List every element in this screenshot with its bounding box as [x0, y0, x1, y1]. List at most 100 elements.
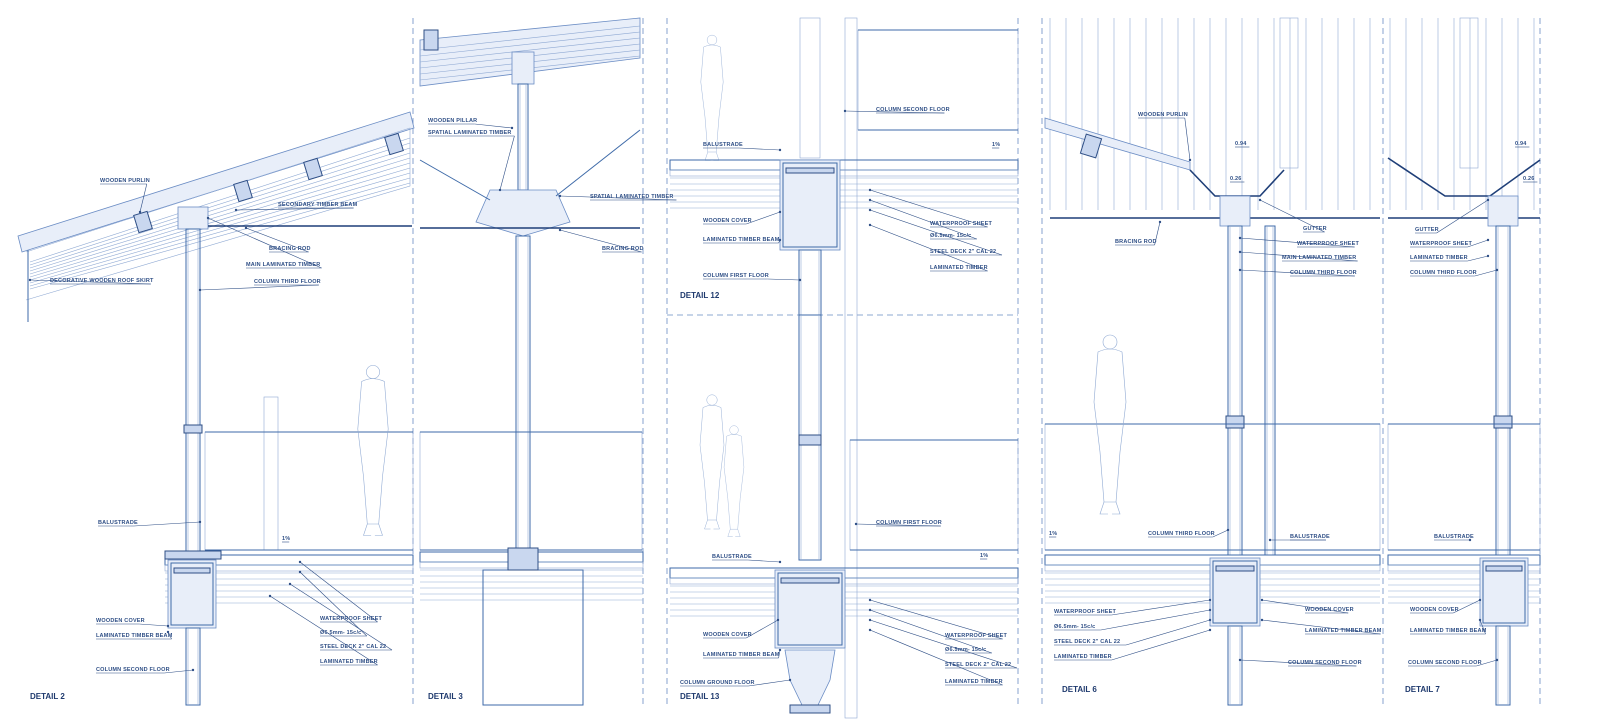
wooden-pillar-cap	[511, 51, 535, 85]
figure-feet	[704, 519, 720, 530]
leader-dot	[298, 560, 302, 564]
leader-dot	[1238, 658, 1242, 662]
leader-line	[474, 123, 513, 129]
column-collar	[183, 424, 203, 434]
annotation-label: LAMINATED TIMBER BEAM	[703, 237, 780, 243]
balustrade	[857, 29, 1019, 131]
annotation-label: COLUMN SECOND FLOOR	[1288, 660, 1362, 666]
tourist-figure	[1093, 334, 1127, 515]
leader-dot	[1208, 608, 1212, 612]
annotation-label: 0.26	[1523, 176, 1535, 182]
leader-dot	[268, 594, 272, 598]
column-plinth	[789, 704, 831, 714]
leader-dot	[868, 223, 872, 227]
leader-dot	[1238, 268, 1242, 272]
annotation-label: Ø6.5mm- 15c/c	[930, 233, 971, 239]
leader-line	[778, 649, 781, 659]
annotation-label: DECORATIVE WOODEN ROOF SKIRT	[50, 278, 154, 284]
leader-dot	[868, 598, 872, 602]
leader-line	[1100, 609, 1211, 631]
annotation-label: BALUSTRADE	[1290, 534, 1330, 540]
rafter-grain	[29, 167, 411, 281]
leader-dot	[198, 288, 202, 292]
leader-line	[869, 619, 1018, 669]
annotation-label: 0.94	[1515, 141, 1527, 147]
figure-head	[706, 394, 718, 406]
leader-dot	[1208, 598, 1212, 602]
beam-cap	[1215, 565, 1255, 572]
leader-line	[1184, 117, 1191, 161]
steel-deck	[1387, 564, 1541, 572]
annotation-label: GUTTER	[1415, 227, 1439, 233]
leader-dot	[1260, 618, 1264, 622]
leader-dot	[1495, 268, 1499, 272]
timber-column	[798, 249, 822, 316]
annotation-label: BRACING ROD	[1115, 239, 1157, 245]
balustrade	[1387, 423, 1541, 551]
beam-section	[782, 162, 838, 248]
figure-feet	[363, 523, 383, 536]
leader-line	[499, 135, 515, 191]
annotation-label: WOODEN COVER	[96, 618, 145, 624]
steel-deck	[164, 564, 414, 572]
leader-dot	[1495, 658, 1499, 662]
figure-feet	[704, 151, 720, 161]
annotation-label: 1%	[282, 536, 290, 542]
annotation-label: COLUMN SECOND FLOOR	[876, 107, 950, 113]
wooden-purlin	[384, 132, 404, 156]
annotation-label: COLUMN FIRST FLOOR	[703, 273, 769, 279]
annotation-label: LAMINATED TIMBER	[930, 265, 988, 271]
leader-dot	[778, 648, 782, 652]
annotation-label: LAMINATED TIMBER BEAM	[96, 633, 173, 639]
gutter	[1189, 169, 1285, 197]
leader-line	[289, 583, 393, 651]
detail-title: DETAIL 13	[680, 692, 720, 701]
wooden-cover	[164, 550, 222, 560]
leader-dot	[1208, 628, 1212, 632]
leader-line	[29, 279, 151, 285]
leader-line	[1239, 237, 1355, 248]
leader-dot	[1268, 538, 1272, 542]
laminated-beam	[779, 159, 841, 251]
leader-line	[1239, 659, 1357, 667]
leader-line	[1154, 221, 1161, 246]
annotation-label: BALUSTRADE	[703, 142, 743, 148]
timber-column	[1264, 225, 1276, 556]
annotation-label: BRACING ROD	[602, 246, 644, 252]
roof-sheet	[1044, 117, 1191, 171]
annotation-label: WOODEN PURLIN	[100, 178, 150, 184]
rafter-grain	[29, 172, 411, 284]
beam-section	[170, 562, 214, 626]
rafter-grain	[419, 25, 641, 51]
annotation-label: 1%	[1049, 531, 1057, 537]
leader-dot	[1468, 538, 1472, 542]
leader-dot	[198, 520, 202, 524]
leader-line	[139, 183, 148, 213]
annotation-label: WOODEN COVER	[703, 632, 752, 638]
detail-title: DETAIL 3	[428, 692, 463, 701]
figure-head	[706, 34, 718, 46]
leader-dot	[1238, 250, 1242, 254]
leader-line	[167, 631, 172, 640]
annotation-label: COLUMN SECOND FLOOR	[1408, 660, 1482, 666]
annotation-label: STEEL DECK 2" CAL 22	[320, 644, 386, 650]
leader-line	[1479, 619, 1486, 635]
figure-head	[366, 365, 380, 379]
leader-dot	[206, 216, 210, 220]
leader-line	[133, 521, 201, 527]
column-ground-floor	[784, 649, 836, 706]
laminated-timber	[1487, 195, 1519, 227]
timber-column	[1495, 625, 1511, 706]
gutter	[1387, 157, 1541, 197]
leader-line	[748, 679, 791, 687]
foundation-block	[482, 569, 584, 706]
leader-line	[1467, 239, 1489, 248]
annotation-label: SPATIAL LAMINATED TIMBER	[590, 194, 674, 200]
beam-section	[1212, 560, 1258, 624]
annotation-label: BALUSTRADE	[712, 554, 752, 560]
leader-dot	[138, 210, 142, 214]
leader-line	[1239, 251, 1358, 262]
figure-body	[700, 44, 724, 153]
annotation-label: COLUMN THIRD FLOOR	[254, 279, 321, 285]
figure-head	[1102, 334, 1118, 350]
